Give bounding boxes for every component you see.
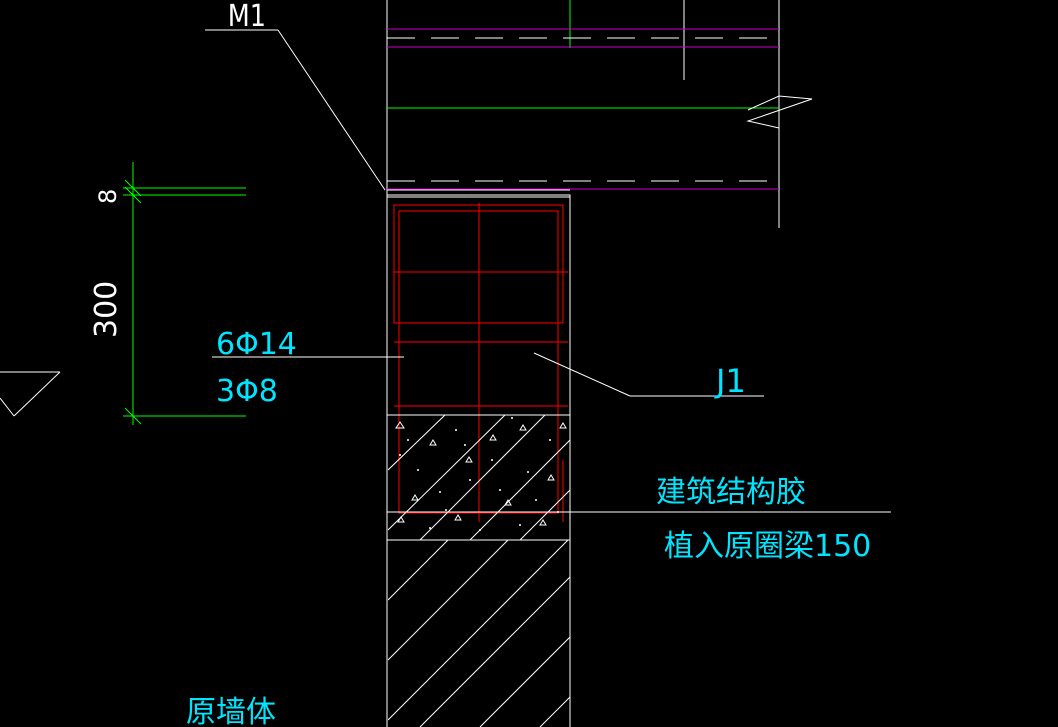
j1-leader [533,352,631,397]
dimension-text: 8 300 [89,189,124,338]
original-wall [386,540,571,727]
dimensions [123,162,246,425]
rebar-stirrup-label: 3Φ8 [216,374,278,409]
rebar-main-label: 6Φ14 [216,327,297,362]
glue-line2: 植入原圈梁150 [664,529,871,564]
dim-tick-1 [124,179,142,197]
dim-tick-2 [124,186,142,204]
j1-callout: J1 [533,352,764,400]
level-symbol [0,371,61,417]
j1-label: J1 [714,362,746,400]
rebar-callout: 6Φ14 3Φ8 [212,327,404,409]
concrete-hatch [388,415,570,540]
dim-300-label: 300 [89,281,124,338]
m1-label: M1 [228,0,266,34]
dim-tick-3 [124,407,142,425]
wall-hatch [388,540,570,727]
upper-structure [386,0,813,228]
m1-callout: M1 [205,0,386,191]
m1-leader [277,29,386,191]
break-line-symbol [746,95,813,129]
beam-j1 [386,194,571,541]
beam-outline [386,194,571,541]
glue-line1: 建筑结构胶 [656,475,806,510]
glue-callout: 建筑结构胶 植入原圈梁150 [387,475,891,564]
dim-8-label: 8 [94,189,122,204]
original-wall-label: 原墙体 [186,695,276,727]
